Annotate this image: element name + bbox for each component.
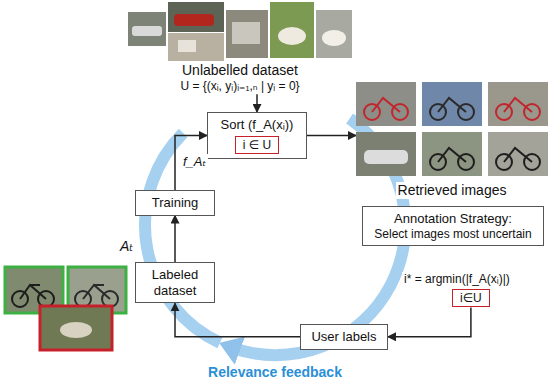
node-text: Retrieved images (396, 182, 509, 199)
bike-frame (438, 148, 466, 162)
process-box: Training (135, 190, 215, 216)
photo (226, 10, 268, 58)
node-text: i ∈ U (241, 138, 273, 152)
animal-shape (60, 322, 92, 338)
object-shape (178, 40, 196, 52)
feedback-loop (145, 133, 220, 343)
node-text: Select images most uncertain (372, 227, 533, 241)
node-text: U = {(xᵢ, yᵢ)ᵢ₌₁,ₙ | yᵢ = 0} (178, 79, 301, 93)
process-box: User labels (300, 324, 388, 350)
photo (270, 2, 314, 58)
car-shape (174, 14, 214, 26)
node-text: Annotation Strategy: (392, 211, 514, 227)
photo (316, 10, 352, 58)
node-text: User labels (309, 329, 378, 345)
photo-strip (128, 2, 352, 62)
labeled-photos (5, 267, 126, 350)
node-text: i∈U (458, 291, 484, 305)
node-text: Training (150, 195, 200, 211)
flow-arrow (175, 303, 300, 337)
bike-frame (504, 98, 532, 112)
node-text: Unlabelled dataset (180, 62, 300, 79)
bike-frame (504, 148, 532, 162)
photo-grid (356, 82, 548, 178)
flow-arrow (256, 94, 258, 112)
photo (422, 132, 482, 176)
object-shape (232, 22, 260, 44)
photo (168, 2, 224, 32)
bike-frame (83, 285, 110, 299)
bike-frame (372, 98, 400, 112)
process-box: Annotation Strategy:Select images most u… (362, 206, 544, 246)
negative-photo (40, 306, 112, 350)
edge-label: f_Aₜ (181, 154, 208, 170)
set-label: Aₜ (118, 238, 135, 255)
flow-arrow (388, 307, 471, 336)
photo (168, 33, 224, 61)
car-shape (364, 150, 408, 164)
bike-frame (438, 98, 466, 112)
loop-caption: Relevance feedback (206, 364, 344, 381)
photo (128, 12, 166, 46)
car-shape (132, 26, 162, 36)
bike-frame (20, 285, 46, 299)
flow-arrow (174, 216, 176, 262)
process-box: Labeled dataset (135, 262, 215, 303)
highlight-box: i∈U (452, 289, 490, 307)
highlight-box: i ∈ U (235, 136, 279, 154)
photo (488, 82, 548, 126)
sheep-shape (278, 27, 306, 45)
photo (356, 82, 416, 126)
node-text: Labeled dataset (142, 267, 208, 298)
node-text: Sort (f_A(xᵢ)) (219, 117, 296, 133)
photo (488, 132, 548, 176)
sheep-shape (322, 30, 346, 46)
image-group: Retrieved images (356, 82, 548, 199)
photo (356, 132, 416, 176)
photo (422, 82, 482, 126)
formula-label: i* = argmin(|f_A(xᵢ)|) (402, 272, 512, 286)
flow-arrow (307, 135, 356, 137)
process-box: Sort (f_A(xᵢ))i ∈ U (207, 112, 307, 159)
dataset-group: Unlabelled datasetU = {(xᵢ, yᵢ)ᵢ₌₁,ₙ | y… (128, 2, 352, 93)
